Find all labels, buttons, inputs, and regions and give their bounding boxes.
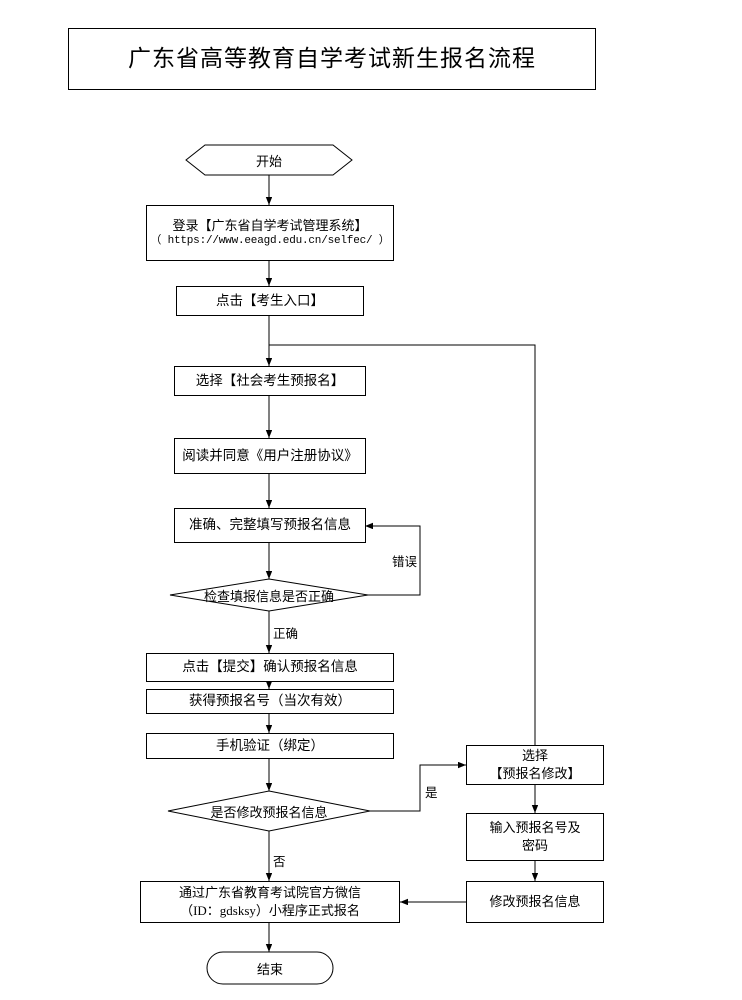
entrance-node-label: 点击【考生入口】: [216, 292, 324, 308]
submit-node: 点击【提交】确认预报名信息: [146, 653, 394, 682]
modify-decision-diamond-shape: [167, 790, 371, 832]
modify-info-node: 修改预报名信息: [466, 881, 604, 923]
phone-verify-node-label: 手机验证（绑定）: [216, 737, 324, 753]
agreement-node: 阅读并同意《用户注册协议》: [174, 438, 366, 474]
submit-node-label: 点击【提交】确认预报名信息: [182, 659, 358, 675]
get-number-node: 获得预报名号（当次有效）: [146, 689, 394, 714]
edge-label-error: 错误: [392, 555, 418, 569]
check-info-diamond-shape: [169, 578, 369, 612]
wechat-node-line2: （ID：gdsksy）小程序正式报名: [180, 903, 360, 918]
start-hexagon-shape: [185, 144, 353, 176]
fill-info-node-label: 准确、完整填写预报名信息: [189, 517, 351, 533]
agreement-node-label: 阅读并同意《用户注册协议》: [182, 447, 358, 463]
fill-info-node: 准确、完整填写预报名信息: [174, 508, 366, 543]
page-title-text: 广东省高等教育自学考试新生报名流程: [128, 46, 536, 72]
choose-modify-node-line1: 选择: [521, 748, 548, 764]
entrance-node: 点击【考生入口】: [176, 286, 364, 316]
edge-label-no: 否: [273, 855, 286, 869]
login-node: 登录【广东省自学考试管理系统】 （ https://www.eeagd.edu.…: [146, 205, 394, 261]
input-number-node-line1: 输入预报名号及: [489, 820, 581, 836]
choose-modify-node: 选择 【预报名修改】: [466, 745, 604, 785]
choose-pre-reg-node-label: 选择【社会考生预报名】: [195, 372, 345, 388]
end-terminator-shape: [206, 951, 334, 985]
edge-label-yes: 是: [425, 786, 438, 800]
page-title: 广东省高等教育自学考试新生报名流程: [68, 28, 596, 90]
login-node-line2: （ https://www.eeagd.edu.cn/selfec/ ）: [150, 235, 390, 248]
choose-pre-reg-node: 选择【社会考生预报名】: [174, 366, 366, 396]
wechat-node: 通过广东省教育考试院官方微信 （ID：gdsksy）小程序正式报名: [140, 881, 400, 923]
get-number-node-label: 获得预报名号（当次有效）: [189, 693, 351, 709]
modify-info-node-label: 修改预报名信息: [489, 894, 581, 910]
phone-verify-node: 手机验证（绑定）: [146, 733, 394, 759]
edge-label-correct: 正确: [273, 627, 299, 641]
input-number-node-line2: 密码: [521, 838, 548, 853]
wechat-node-line1: 通过广东省教育考试院官方微信: [178, 885, 361, 901]
choose-modify-node-line2: 【预报名修改】: [489, 766, 581, 781]
login-node-line1: 登录【广东省自学考试管理系统】: [172, 217, 368, 233]
input-number-node: 输入预报名号及 密码: [466, 813, 604, 861]
